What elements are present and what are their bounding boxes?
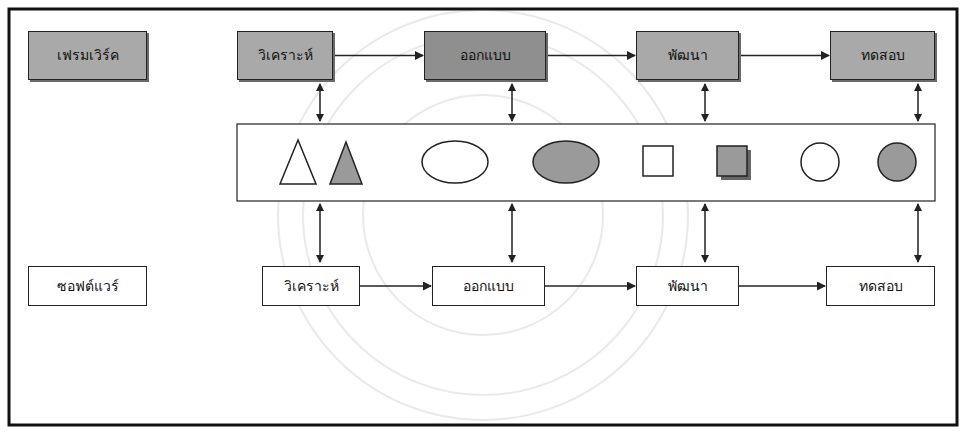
- ellipse-filled: [533, 141, 599, 183]
- flow-arrow: [333, 55, 423, 57]
- node-label: ทดสอบ: [861, 47, 905, 64]
- framework-box: ออกแบบ: [424, 31, 546, 80]
- band-links: [320, 84, 918, 262]
- watermark-seal: [278, 10, 688, 420]
- software-box: พัฒนา: [636, 266, 739, 306]
- node-label: ออกแบบ: [463, 278, 514, 295]
- square-outline: [643, 146, 673, 176]
- framework-box: พัฒนา: [636, 31, 739, 80]
- node-label: ออกแบบ: [460, 47, 511, 64]
- shapes-band: [237, 124, 935, 201]
- outer-frame: [9, 9, 957, 425]
- node-label: วิเคราะห์: [284, 278, 339, 295]
- framework-box: เฟรมเวิร์ค: [28, 31, 147, 80]
- node-label: เฟรมเวิร์ค: [57, 47, 119, 64]
- software-box: ออกแบบ: [432, 266, 545, 306]
- node-label: พัฒนา: [668, 278, 708, 295]
- framework-box: วิเคราะห์: [237, 31, 333, 80]
- flow-arrow: [360, 285, 431, 287]
- software-box: ทดสอบ: [826, 266, 935, 306]
- framework-box: ทดสอบ: [830, 31, 935, 80]
- node-label: ทดสอบ: [859, 278, 903, 295]
- flow-arrow: [546, 55, 635, 57]
- circle-outline: [801, 143, 839, 181]
- flow-arrow: [739, 285, 825, 287]
- software-box: วิเคราะห์: [262, 266, 360, 306]
- triangle-outline: [280, 140, 316, 184]
- flow-arrow: [739, 55, 829, 57]
- flow-arrow: [545, 285, 635, 287]
- square-filled: [717, 146, 747, 176]
- node-label: พัฒนา: [668, 47, 708, 64]
- node-label: ซอฟต์แวร์: [57, 278, 119, 295]
- ellipse-outline: [422, 141, 488, 183]
- node-label: วิเคราะห์: [258, 47, 313, 64]
- circle-filled: [878, 143, 916, 181]
- software-box: ซอฟต์แวร์: [28, 266, 147, 306]
- triangle-filled: [330, 142, 362, 184]
